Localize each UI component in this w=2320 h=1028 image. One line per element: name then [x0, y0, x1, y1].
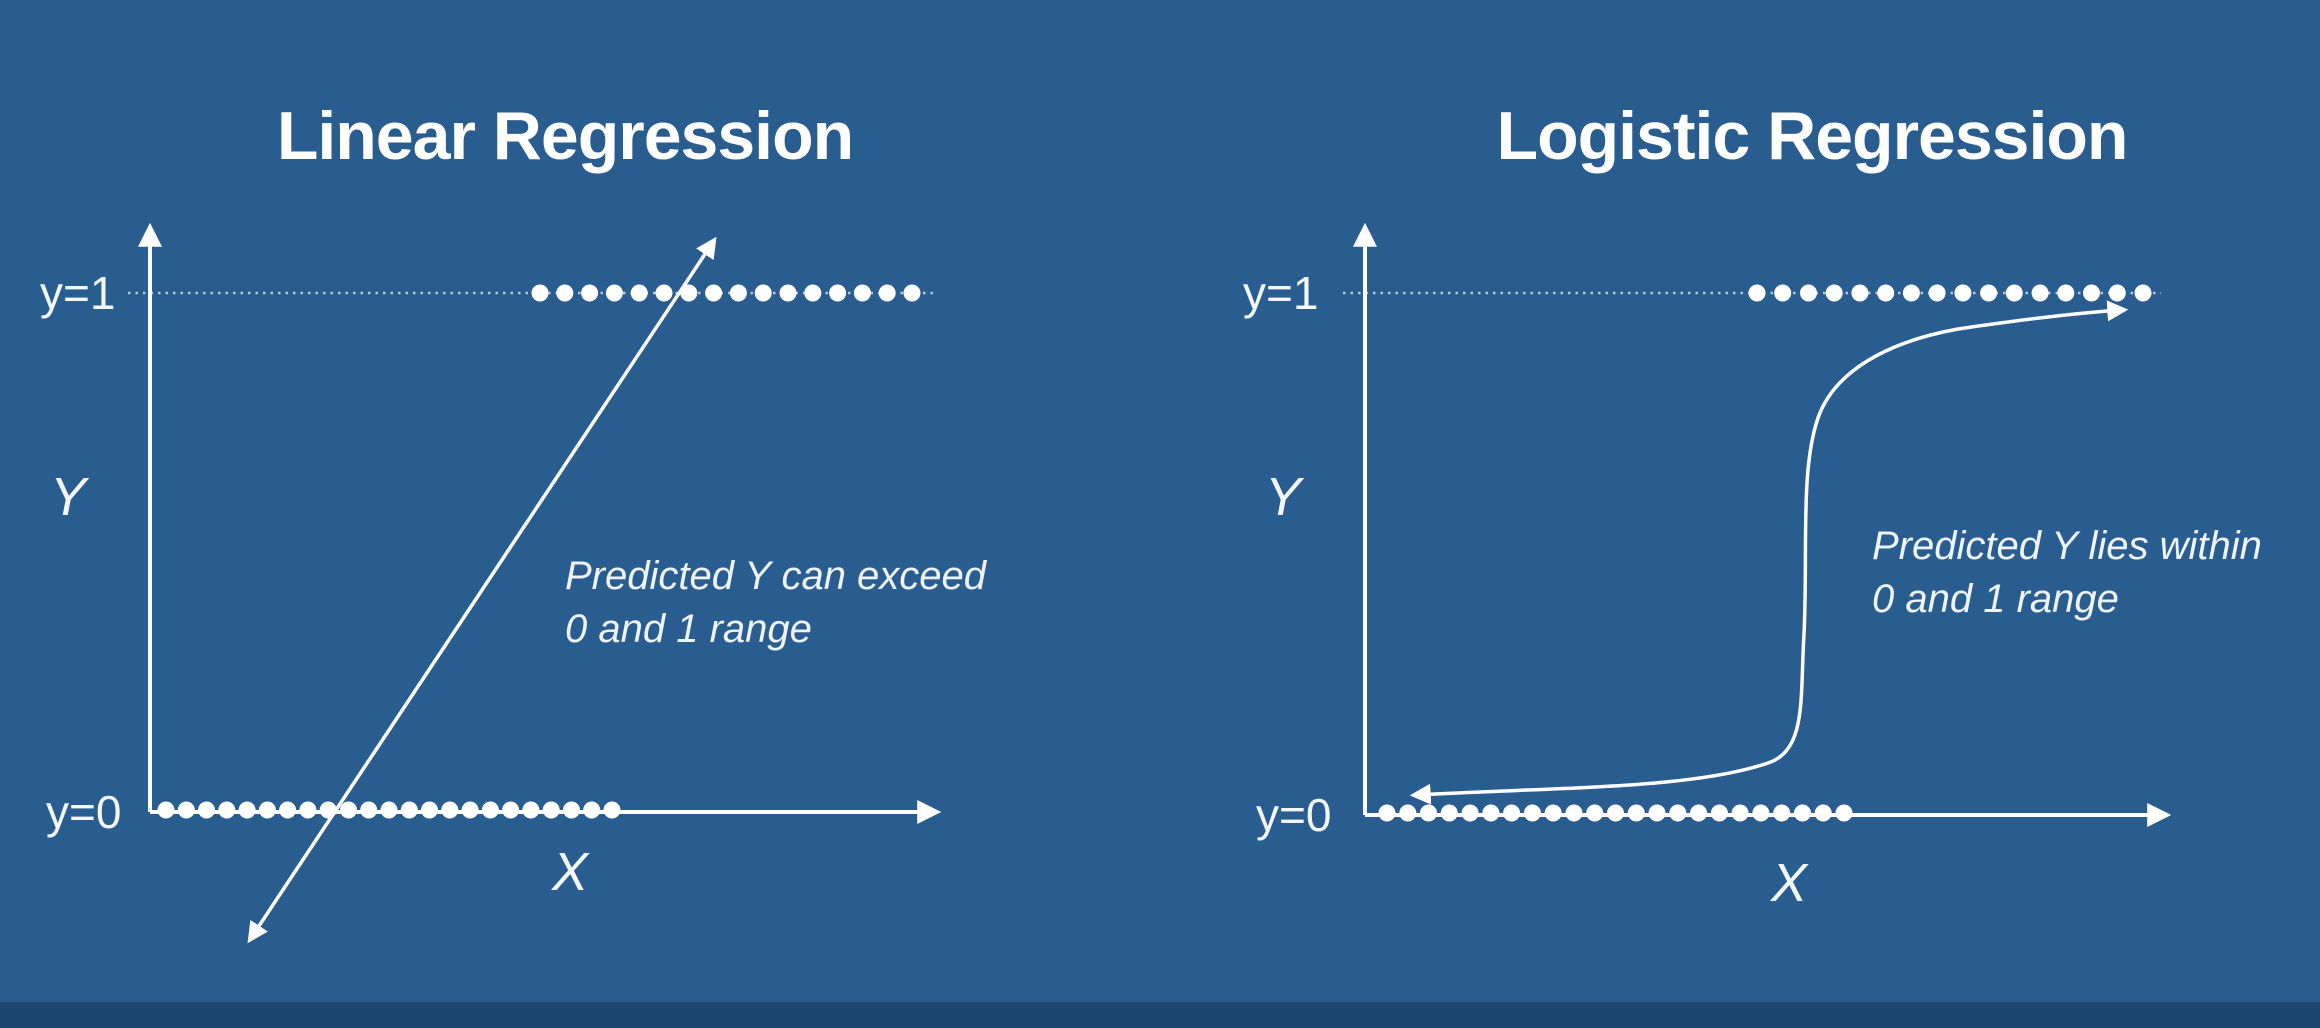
panel-title-logistic: Logistic Regression: [1496, 98, 2129, 174]
logistic-panel: [1343, 222, 2172, 827]
annotation-line1: Predicted Y can exceed: [565, 554, 987, 598]
y1-dots: [531, 284, 921, 302]
regression-line: [247, 236, 717, 944]
y-axis-label: Y: [1265, 467, 1302, 527]
annotation-logistic: Predicted Y lies within 0 and 1 range: [1872, 520, 2262, 626]
y-axis-label: Y: [50, 467, 87, 527]
annotation-line2: 0 and 1 range: [1872, 576, 2119, 621]
y0-dots: [157, 801, 621, 819]
y1-label: y=1: [1243, 267, 1319, 319]
sigmoid-curve: [1409, 300, 2129, 805]
y1-dots: [1748, 284, 2152, 302]
annotation-linear: Predicted Y can exceed 0 and 1 range: [565, 550, 986, 656]
x-axis-label: X: [1771, 853, 1808, 913]
x-axis-label: X: [552, 842, 589, 902]
bottom-border-strip: [0, 1002, 2320, 1028]
linear-panel: [128, 222, 942, 944]
y0-label: y=0: [1256, 789, 1332, 841]
y1-label: y=1: [40, 267, 116, 319]
y0-label: y=0: [46, 786, 122, 838]
panel-title-linear: Linear Regression: [276, 98, 854, 174]
annotation-line1: Predicted Y lies within: [1872, 524, 2262, 568]
y0-dots: [1378, 804, 1853, 822]
annotation-line2: 0 and 1 range: [565, 606, 812, 651]
